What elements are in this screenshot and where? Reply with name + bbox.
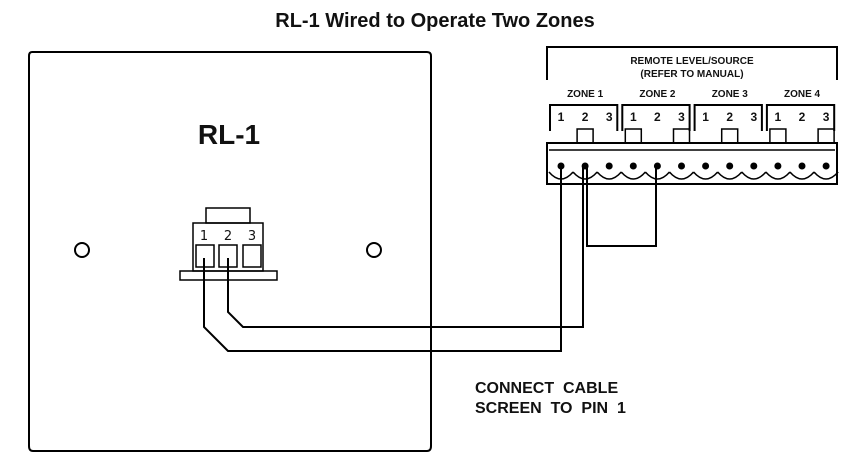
zone-pin-label: 3 bbox=[678, 110, 685, 124]
terminal-screw bbox=[702, 162, 710, 170]
header-bracket bbox=[546, 46, 838, 80]
note-line-1: CONNECT CABLE bbox=[475, 380, 618, 397]
header-line-1: REMOTE LEVEL/SOURCE bbox=[630, 56, 754, 67]
wire-pin1-to-zone1-pin1 bbox=[203, 166, 562, 352]
wires bbox=[203, 166, 657, 352]
zone-pin-label: 2 bbox=[654, 110, 661, 124]
note-line-2: SCREEN TO PIN 1 bbox=[475, 400, 626, 417]
terminal-screw bbox=[629, 162, 637, 170]
zone-bracket bbox=[693, 104, 763, 131]
zone-pin-label: 3 bbox=[823, 110, 830, 124]
mounting-hole-right bbox=[366, 242, 382, 258]
panel-outline bbox=[28, 51, 432, 452]
jumper-zone1-pin2-to-zone2-pin2 bbox=[586, 166, 657, 247]
terminal-screw bbox=[653, 162, 661, 170]
zone-bracket bbox=[549, 104, 619, 131]
device-label: RL-1 bbox=[198, 119, 260, 150]
terminal-screw bbox=[678, 162, 685, 170]
zone-pin-label: 1 bbox=[775, 110, 782, 124]
terminal-screw bbox=[605, 162, 613, 170]
rl1-panel: RL-1 1 2 3 bbox=[28, 51, 432, 452]
connector-latch bbox=[205, 207, 251, 224]
mounting-hole-left bbox=[74, 242, 90, 258]
terminal-block: REMOTE LEVEL/SOURCE (REFER TO MANUAL) ZO… bbox=[546, 46, 839, 185]
rl1-pin-label: 1 bbox=[200, 229, 208, 244]
rl1-pin-label: 3 bbox=[248, 229, 256, 244]
zone-label: ZONE 3 bbox=[712, 89, 749, 100]
terminal-screw bbox=[798, 162, 806, 170]
zone-label: ZONE 2 bbox=[639, 89, 676, 100]
rl1-pin-label: 2 bbox=[224, 229, 232, 244]
wire-pin2-to-zone1-pin2 bbox=[227, 166, 584, 328]
zone-pin-label: 2 bbox=[582, 110, 589, 124]
zone-label: ZONE 4 bbox=[784, 89, 821, 100]
header-line-2: (REFER TO MANUAL) bbox=[640, 69, 743, 80]
rl1-pin-socket bbox=[242, 244, 262, 268]
zone-pin-label: 3 bbox=[606, 110, 613, 124]
zone-pin-label: 1 bbox=[558, 110, 565, 124]
zone-label: ZONE 1 bbox=[567, 89, 604, 100]
zone-pin-label: 2 bbox=[726, 110, 733, 124]
strip-teeth bbox=[547, 128, 835, 144]
terminal-screw bbox=[726, 162, 734, 170]
zone-bracket bbox=[621, 104, 691, 131]
terminal-screw bbox=[822, 162, 830, 170]
zone-pin-label: 3 bbox=[750, 110, 757, 124]
zone-pin-label: 2 bbox=[799, 110, 806, 124]
zone-bracket bbox=[765, 104, 836, 131]
terminal-scallops bbox=[548, 171, 839, 180]
terminal-screw bbox=[750, 162, 758, 170]
terminal-screw bbox=[774, 162, 782, 170]
zone-pin-label: 1 bbox=[702, 110, 709, 124]
diagram-title: RL-1 Wired to Operate Two Zones bbox=[275, 10, 594, 32]
zone-pin-label: 1 bbox=[630, 110, 637, 124]
